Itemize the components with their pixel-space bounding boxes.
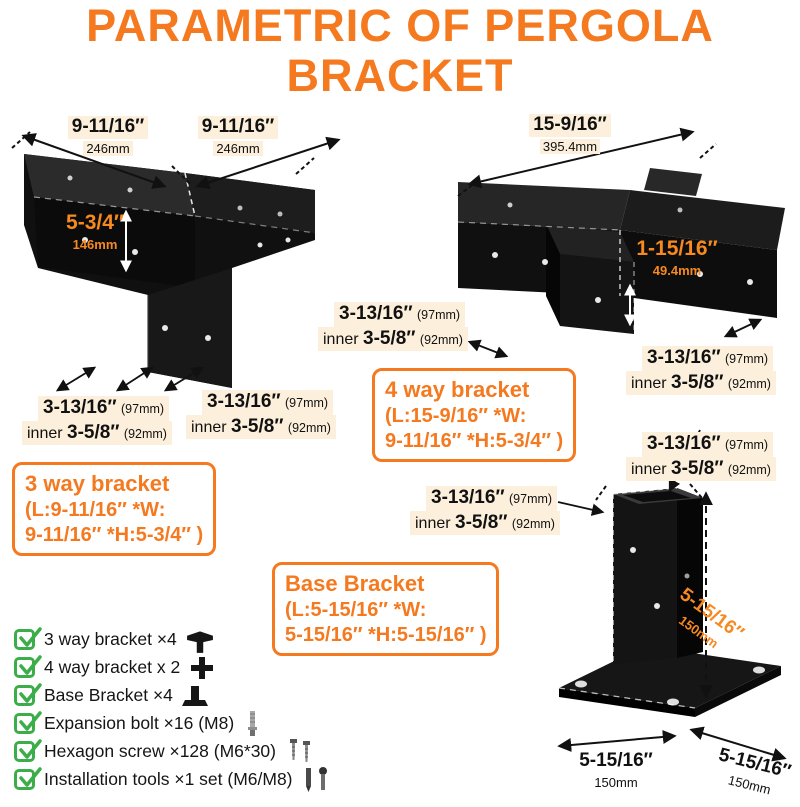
dim-inches: 5-3/4″ <box>66 211 124 234</box>
checkbox-icon <box>14 627 42 650</box>
info-box-4-way: 4 way bracket (L:15-9/16″ *W: 9-11/16″ *… <box>372 368 577 462</box>
socket-dim-base-right: 3-13/16″ (97mm) inner 3-5/8″ (92mm) <box>626 432 776 482</box>
installation-tools-icon <box>305 766 327 792</box>
checklist-item-base: Base Bracket ×4 <box>14 682 208 709</box>
dim-base-side: 5-15/16″ 150mm <box>694 740 800 807</box>
info-box-line: 9-11/16″ *H:5-3/4″ ) <box>385 429 564 452</box>
dim-3way-height: 5-3/4″ 146mm <box>50 210 140 254</box>
info-box-title: 3 way bracket <box>25 471 170 496</box>
dim-3way-right-arm: 9-11/16″ 246mm <box>168 116 308 158</box>
dim-mm: (92mm) <box>123 426 167 441</box>
info-box-line: (L:5-15/16″ *W: <box>285 598 427 621</box>
info-box-title: 4 way bracket <box>385 377 530 402</box>
dim-mm: (97mm) <box>121 402 165 416</box>
dim-inches: 9-11/16″ <box>197 116 279 139</box>
info-box-3-way: 3 way bracket (L:9-11/16″ *W: 9-11/16″ *… <box>12 462 217 556</box>
dim-4way-length: 15-9/16″ 395.4mm <box>480 114 660 156</box>
dim-mm: 49.4mm <box>652 263 702 279</box>
checkbox-icon <box>14 655 42 678</box>
dim-mm: 395.4mm <box>539 138 601 155</box>
dim-base-front: 5-15/16″ 150mm <box>556 750 676 792</box>
checklist-label: Expansion bolt ×16 (M8) <box>44 713 235 733</box>
info-box-line: (L:9-11/16″ *W: <box>25 498 166 521</box>
dim-mm: 150mm <box>594 774 638 790</box>
inner-label: inner <box>27 424 63 442</box>
page-title-line2: BRACKET <box>286 50 514 101</box>
info-box-line: 9-11/16″ *H:5-3/4″ ) <box>25 523 204 546</box>
checklist-item-4-way: 4 way bracket x 2 <box>14 654 215 681</box>
base-bracket-icon <box>181 685 208 706</box>
info-box-base: Base Bracket (L:5-15/16″ *W: 5-15/16″ *H… <box>272 562 500 656</box>
checklist-label: Hexagon screw ×128 (M6*30) <box>44 741 276 761</box>
dim-inches: 15-9/16″ <box>529 114 611 137</box>
checkbox-icon <box>14 711 42 734</box>
four-way-bracket-render <box>457 168 785 334</box>
checklist-item-screw: Hexagon screw ×128 (M6*30) <box>14 738 315 765</box>
socket-dim-base-left: 3-13/16″ (97mm) inner 3-5/8″ (92mm) <box>410 486 560 536</box>
dim-inches: 3-13/16″ <box>43 397 117 418</box>
dim-4way-lip: 1-15/16″ 49.4mm <box>622 236 732 280</box>
dim-inches: 5-15/16″ <box>579 750 653 771</box>
dim-mm: 246mm <box>83 140 133 157</box>
checklist-item-bolt: Expansion bolt ×16 (M8) <box>14 710 261 737</box>
info-box-line: 5-15/16″ *H:5-15/16″ ) <box>285 623 487 646</box>
checkbox-icon <box>14 683 42 706</box>
socket-dim-3way-stem: 3-13/16″ (97mm) inner 3-5/8″ (92mm) <box>186 390 336 440</box>
socket-dim-3way-left: 3-13/16″ (97mm) inner 3-5/8″ (92mm) <box>22 396 172 446</box>
dim-mm: 246mm <box>213 140 263 157</box>
page-title-line1: PARAMETRIC OF PERGOLA <box>86 0 714 51</box>
checklist-label: Base Bracket ×4 <box>44 685 173 705</box>
three-way-bracket-render <box>24 154 316 388</box>
socket-dim-4way-right: 3-13/16″ (97mm) inner 3-5/8″ (92mm) <box>626 346 776 396</box>
four-way-bracket-icon <box>191 656 214 679</box>
checklist-item-tools: Installation tools ×1 set (M6/M8) <box>14 766 332 793</box>
checkbox-icon <box>14 739 42 762</box>
dim-3way-left-arm: 9-11/16″ 246mm <box>38 116 178 158</box>
base-bracket-render <box>558 487 781 717</box>
hexagon-screw-icon <box>290 738 310 762</box>
dim-inches: 1-15/16″ <box>636 237 718 260</box>
dim-inches: 3-5/8″ <box>67 421 120 443</box>
dim-inches: 9-11/16″ <box>67 116 149 139</box>
info-box-title: Base Bracket <box>285 571 425 596</box>
info-box-line: (L:15-9/16″ *W: <box>385 404 527 427</box>
expansion-bolt-icon <box>248 710 258 736</box>
checklist-item-3-way: 3 way bracket ×4 <box>14 626 214 653</box>
three-way-bracket-icon <box>186 630 213 653</box>
checklist-label: Installation tools ×1 set (M6/M8) <box>44 769 293 789</box>
checkbox-icon <box>14 767 42 790</box>
socket-dim-4way-left: 3-13/16″ (97mm) inner 3-5/8″ (92mm) <box>318 302 468 352</box>
checklist-label: 4 way bracket x 2 <box>44 657 181 677</box>
dim-mm: 146mm <box>72 237 118 253</box>
checklist-label: 3 way bracket ×4 <box>44 629 177 649</box>
